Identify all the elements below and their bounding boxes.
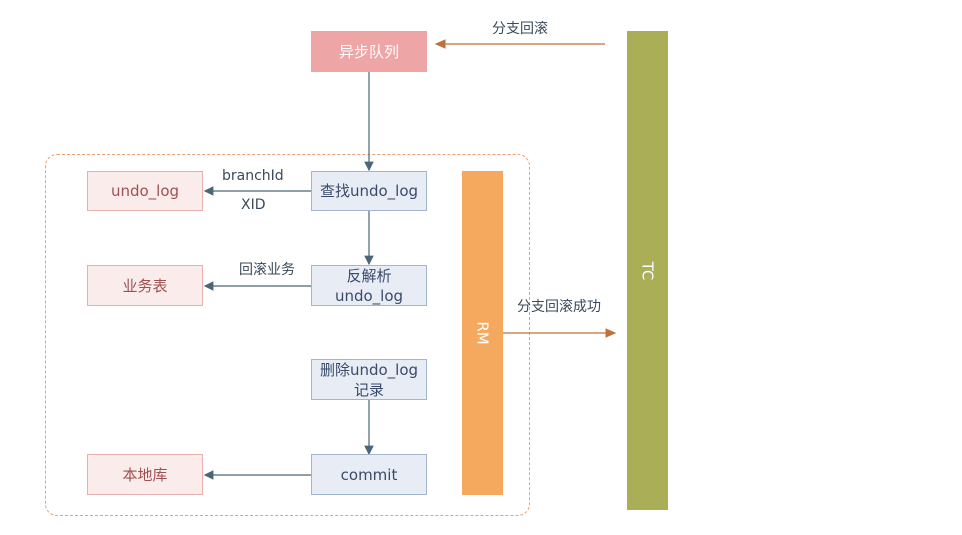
xid-label: XID	[241, 197, 266, 213]
rollback-success-label: 分支回滚成功	[517, 299, 601, 315]
delete-undo-log-box: 删除undo_log 记录	[311, 359, 427, 400]
tc-label: TC	[638, 261, 657, 280]
reverse-parse-label-line2: undo_log	[334, 286, 404, 305]
commit-label: commit	[340, 465, 398, 484]
business-table-label: 业务表	[122, 277, 168, 295]
delete-undo-log-label-line2: 记录	[353, 380, 384, 399]
branch-rollback-label: 分支回滚	[492, 21, 548, 37]
commit-box: commit	[311, 454, 427, 495]
local-db-box: 本地库	[87, 454, 203, 495]
reverse-parse-box: 反解析 undo_log	[311, 265, 427, 306]
undo-log-table-label: undo_log	[110, 182, 180, 200]
rm-bar: RM	[462, 171, 503, 495]
business-table-box: 业务表	[87, 265, 203, 306]
async-queue-box: 异步队列	[311, 31, 427, 72]
branch-id-label: branchId	[222, 168, 284, 184]
tc-bar: TC	[627, 31, 668, 510]
delete-undo-log-label-line1: 删除undo_log	[319, 360, 419, 379]
rollback-business-label: 回滚业务	[239, 262, 295, 278]
local-db-label: 本地库	[122, 466, 168, 484]
reverse-parse-label-line1: 反解析	[346, 266, 392, 285]
rm-scope-frame	[45, 154, 530, 516]
undo-log-table-box: undo_log	[87, 171, 203, 211]
find-undo-log-box: 查找undo_log	[311, 171, 427, 211]
find-undo-log-label: 查找undo_log	[319, 182, 419, 200]
rm-label: RM	[473, 321, 492, 345]
async-queue-label: 异步队列	[338, 43, 399, 61]
